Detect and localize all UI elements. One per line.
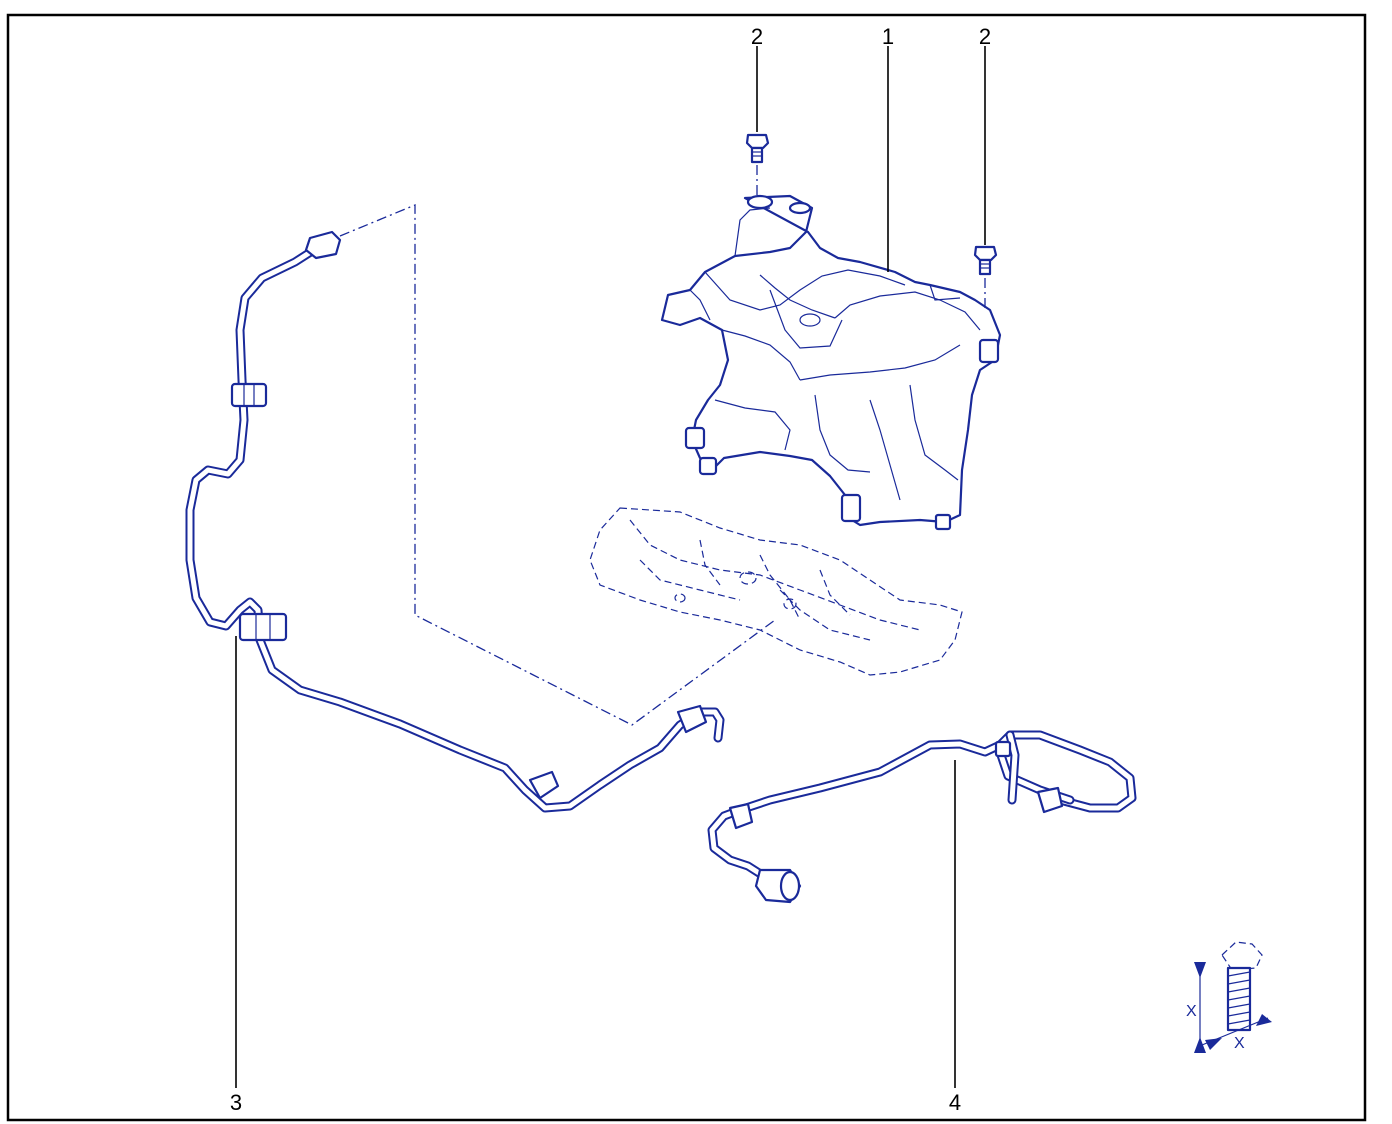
callout-2-right: 2 [979,24,991,49]
part-1-reservoir[interactable] [660,194,1002,531]
part-2-bolt-left[interactable] [745,133,770,196]
callout-1: 1 [882,24,894,49]
callout-3: 3 [230,1090,242,1115]
thread-x-label-diagonal: X [1234,1035,1245,1052]
engine-bracket-outline [589,507,963,676]
part-3-hose[interactable] [185,230,725,813]
thread-x-label-vertical: X [1186,1003,1197,1020]
part-4-hose[interactable] [707,730,1137,904]
callout-2-left: 2 [751,24,763,49]
part-2-bolt-right[interactable] [973,245,998,308]
thread-length-symbol: X X [1186,941,1272,1053]
diagram-frame [6,13,1367,1122]
assembly-lines [339,204,776,726]
leader-lines [235,46,986,1088]
callout-4: 4 [949,1090,961,1115]
